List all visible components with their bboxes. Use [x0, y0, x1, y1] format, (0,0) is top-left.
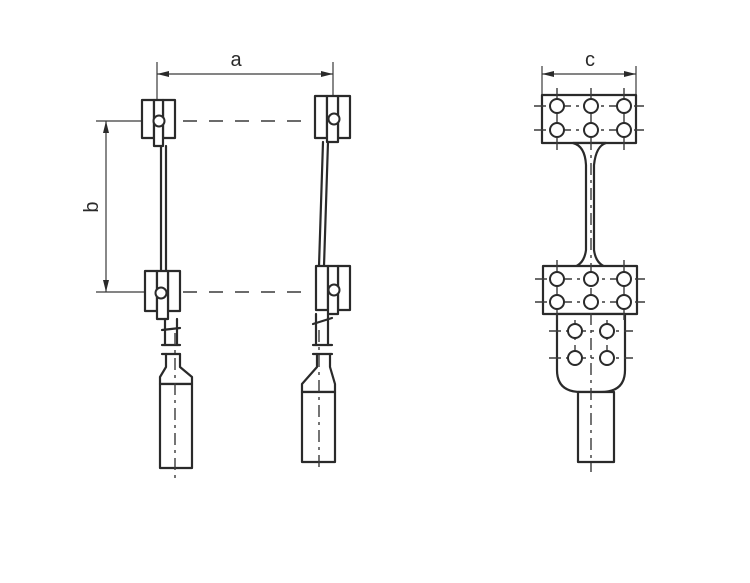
- bolt-hole: [616, 294, 632, 310]
- bolt-hole: [549, 294, 565, 310]
- bolt-hole: [616, 271, 632, 287]
- bolt-hole: [549, 98, 565, 114]
- bolt-hole: [583, 294, 599, 310]
- right-side-view: [300, 94, 352, 472]
- bolt-hole: [599, 323, 615, 339]
- bolt-hole: [599, 350, 615, 366]
- bolt-hole: [616, 98, 632, 114]
- dimension-c-label: c: [585, 49, 595, 71]
- bolt-hole: [616, 122, 632, 138]
- bolt-hole: [583, 271, 599, 287]
- left-side-view: [140, 98, 194, 478]
- dimension-b-label: b: [81, 201, 103, 212]
- bolt-hole: [567, 323, 583, 339]
- dimension-c: c: [541, 49, 637, 94]
- bolt-hole: [567, 350, 583, 366]
- bolt-hole: [583, 122, 599, 138]
- dimension-a: a: [156, 49, 334, 108]
- dimension-b: b: [81, 120, 150, 293]
- front-view: [534, 88, 645, 472]
- bolt-hole: [549, 122, 565, 138]
- bolt-hole: [549, 271, 565, 287]
- bolt-hole: [583, 98, 599, 114]
- dimension-a-label: a: [230, 49, 242, 71]
